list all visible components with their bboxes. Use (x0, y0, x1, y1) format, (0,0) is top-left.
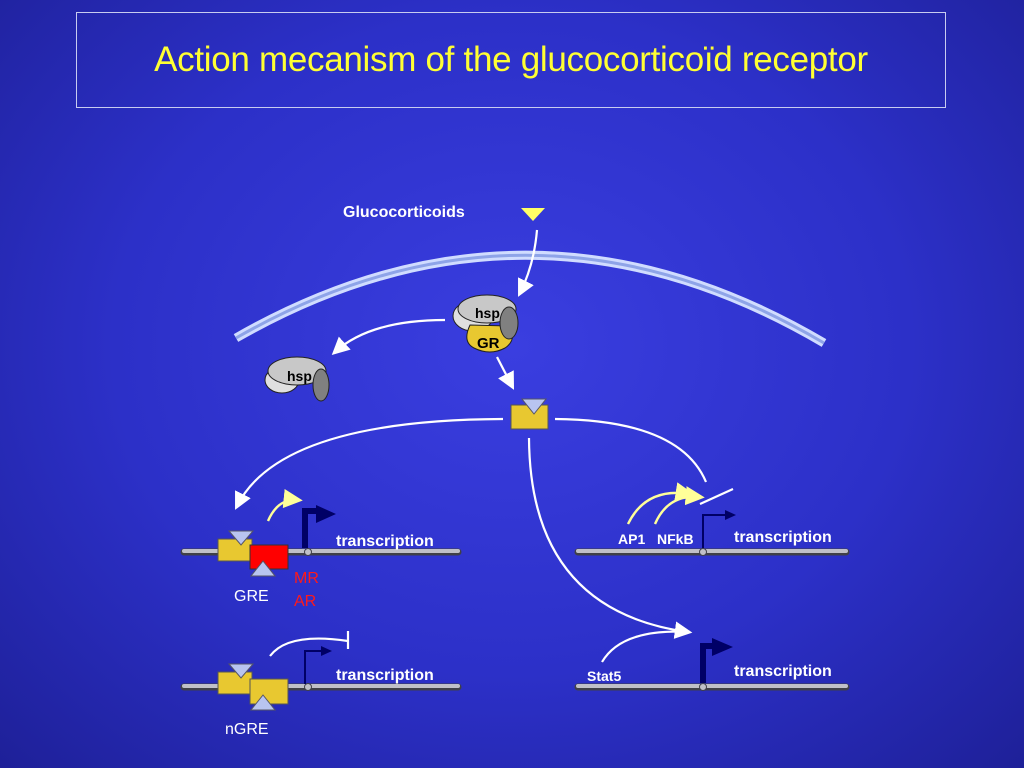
nfkb-activation-arrow (653, 486, 705, 525)
slide-title: Action mecanism of the glucocorticoïd re… (154, 40, 868, 79)
gre-transcription-label: transcription (336, 533, 434, 550)
ap1-label: AP1 (618, 531, 645, 547)
hsp-release-arrow (331, 318, 446, 355)
glucocorticoids-label: Glucocorticoids (343, 204, 465, 221)
nfkb-pathway-line (554, 417, 708, 483)
hsp-free-label: hsp (287, 368, 312, 384)
stat5-gene: Stat5 transcription (574, 630, 850, 691)
ap1-activation-arrow (626, 482, 695, 525)
cell-membrane (233, 250, 827, 347)
gre-gene: transcription GRE MR AR (180, 489, 462, 610)
nfkb-promoter-arrow-icon (725, 510, 736, 520)
gre-label: GRE (234, 588, 269, 605)
mr-ar-receptor (249, 544, 289, 570)
mr-label: MR (294, 570, 319, 587)
gre-pathway-arrow (235, 417, 504, 510)
activation-arrow (496, 356, 515, 390)
stat5-pathway-arrow (527, 437, 693, 639)
nfkb-gene: AP1 NFkB transcription (574, 482, 850, 556)
ngre-label: nGRE (225, 721, 269, 738)
nfkb-transcription-label: transcription (734, 529, 832, 546)
title-box: Action mecanism of the glucocorticoïd re… (76, 12, 946, 108)
hsp-gr-complex: hsp GR (452, 294, 519, 353)
glucocorticoid-ligand-icon (521, 208, 545, 221)
nfkb-label: NFkB (657, 531, 694, 547)
bound-ligand-icon (520, 398, 548, 415)
free-hsp: hsp (264, 356, 330, 402)
ligand-entry-arrow (518, 229, 539, 297)
ngre-transcription-label: transcription (336, 667, 434, 684)
ngre-gene: transcription nGRE (180, 631, 462, 738)
ngre-promoter-arrow-icon (321, 646, 332, 656)
gre-activation-arrow (266, 489, 303, 522)
ngre-repression-line (269, 637, 349, 657)
ngre-element-icon (249, 694, 277, 711)
stat5-promoter-arrow-icon (712, 638, 733, 656)
hsp-membrane-label: hsp (475, 305, 500, 321)
gr-label: GR (477, 335, 500, 352)
stat5-transcription-label: transcription (734, 663, 832, 680)
ar-label: AR (294, 593, 316, 610)
stat5-label: Stat5 (587, 668, 621, 684)
activated-gr (510, 398, 549, 430)
gre-element-icon (249, 560, 277, 577)
stat5-activation-line (601, 630, 691, 663)
gre-promoter-arrow-icon (316, 505, 336, 523)
nfkb-inhibition-bar-icon (699, 487, 734, 506)
